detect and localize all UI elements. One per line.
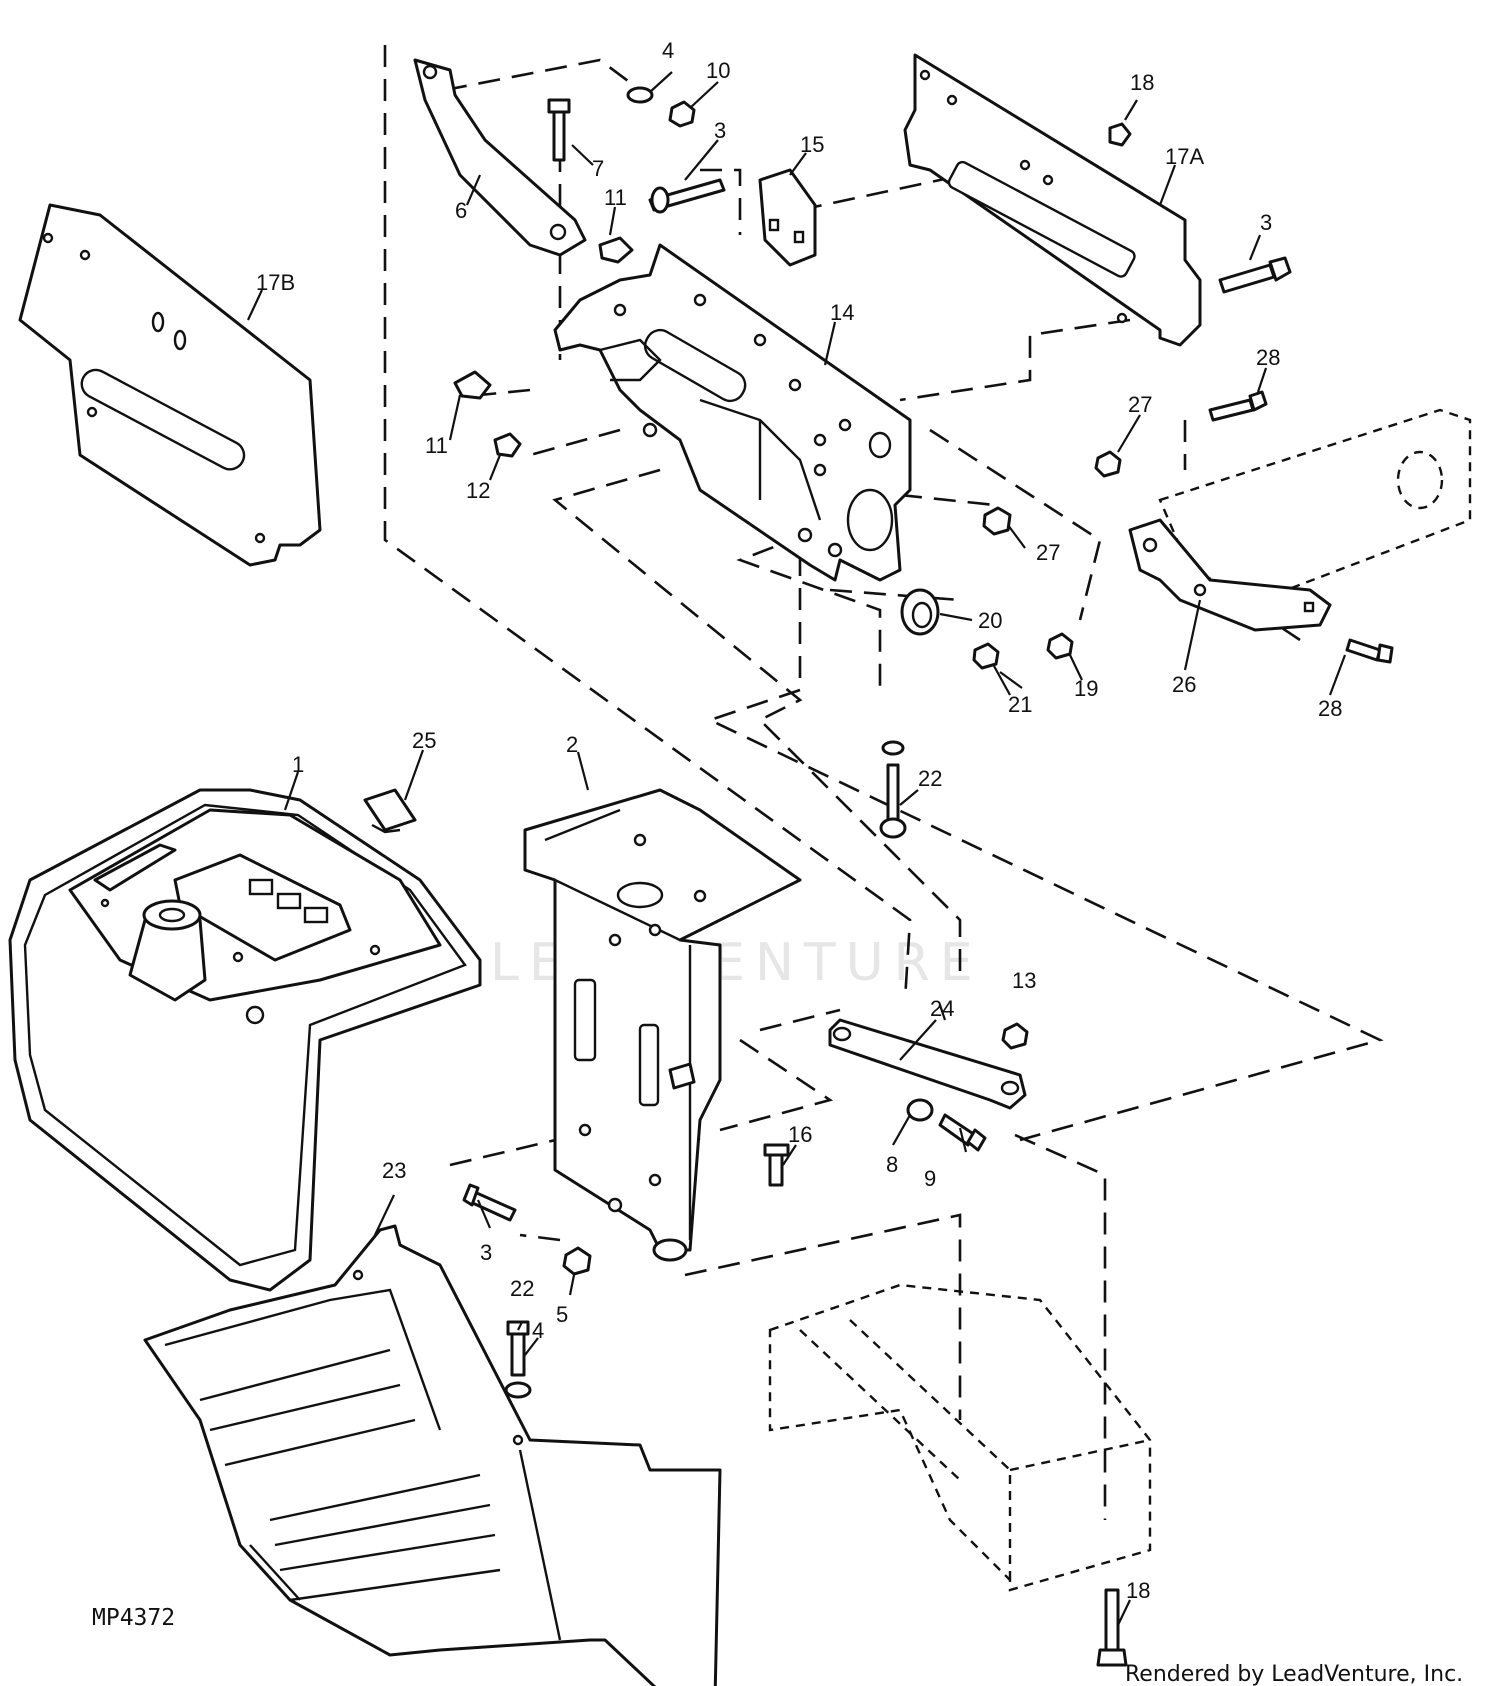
part-14-main-bracket [553, 243, 912, 582]
render-credit: Rendered by LeadVenture, Inc. [1125, 1662, 1463, 1686]
callout-16: 15 [800, 132, 824, 157]
part-17a-panel [903, 53, 1202, 347]
hardware-top [453, 86, 726, 458]
callout-8: 8 [886, 1152, 898, 1177]
part-16-clip [758, 168, 817, 267]
part-2-support-bracket [523, 788, 802, 1262]
callout-15: 16 [788, 1122, 812, 1147]
callout-6: 6 [455, 198, 467, 223]
bolt-22-mid [879, 740, 907, 839]
callout-23: 23 [382, 1158, 406, 1183]
drawing-code: MP4372 [92, 1605, 175, 1631]
callout-25: 25 [412, 728, 436, 753]
callout-3-bottom: 3 [480, 1240, 492, 1265]
callout-7: 7 [592, 156, 604, 181]
part-24-link [828, 1018, 1027, 1110]
part-26-link [1128, 518, 1332, 632]
frame-outline-right [1158, 408, 1472, 602]
callout-labels: 4 10 18 3 7 15 17A 11 6 3 17B 14 28 27 1… [256, 38, 1342, 1603]
callout-26: 26 [1172, 672, 1196, 697]
callout-11-top: 11 [604, 185, 627, 210]
callout-10: 10 [706, 58, 730, 83]
callout-22-mid: 22 [918, 766, 942, 791]
callout-24: 24 [930, 996, 954, 1021]
bolt-28-bottom [1345, 638, 1394, 664]
hardware-bottom-left [462, 1183, 592, 1399]
callout-27-top: 27 [1128, 392, 1152, 417]
callout-21: 21 [1008, 692, 1032, 717]
callout-17b: 17B [256, 270, 295, 295]
callout-17a: 17A [1165, 144, 1204, 169]
callout-14: 14 [830, 300, 854, 325]
part-6-bracket [413, 58, 587, 257]
callout-2: 2 [566, 732, 578, 757]
callout-28-top: 28 [1256, 345, 1280, 370]
callout-28-bottom: 28 [1318, 696, 1342, 721]
callout-18-mid: 19 [1074, 676, 1098, 701]
callout-19: 18 [1126, 1578, 1150, 1603]
callout-4-top: 4 [662, 38, 674, 63]
hardware-24 [763, 1022, 1029, 1187]
callout-1: 1 [292, 752, 304, 777]
part-20-spacer [900, 588, 940, 636]
callout-13: 13 [1012, 968, 1036, 993]
callout-22-bottom: 22 [510, 1276, 534, 1301]
leader-lines [247, 71, 1347, 1626]
part-1-dash-panel [8, 788, 482, 1292]
callout-4-bottom: 4 [532, 1318, 544, 1343]
callout-27-mid: 27 [1036, 540, 1060, 565]
part-17b-panel [18, 203, 322, 567]
callout-18-top: 18 [1130, 70, 1154, 95]
part-23-grille-housing [143, 1224, 722, 1686]
bolt-3-right [1218, 256, 1292, 294]
callout-3-right: 3 [1260, 210, 1272, 235]
bolt-19 [1096, 1588, 1128, 1667]
bolt-28-top [1208, 390, 1268, 422]
callout-11-left: 11 [425, 433, 448, 458]
callout-5: 5 [556, 1302, 568, 1327]
nuts-mid [972, 450, 1122, 670]
frame-outline-bottom [768, 1283, 1152, 1592]
callout-12: 12 [466, 478, 490, 503]
callout-3-top: 3 [714, 118, 726, 143]
callout-20: 20 [978, 608, 1002, 633]
part-25-clip [363, 788, 417, 834]
callout-9: 9 [924, 1166, 936, 1191]
